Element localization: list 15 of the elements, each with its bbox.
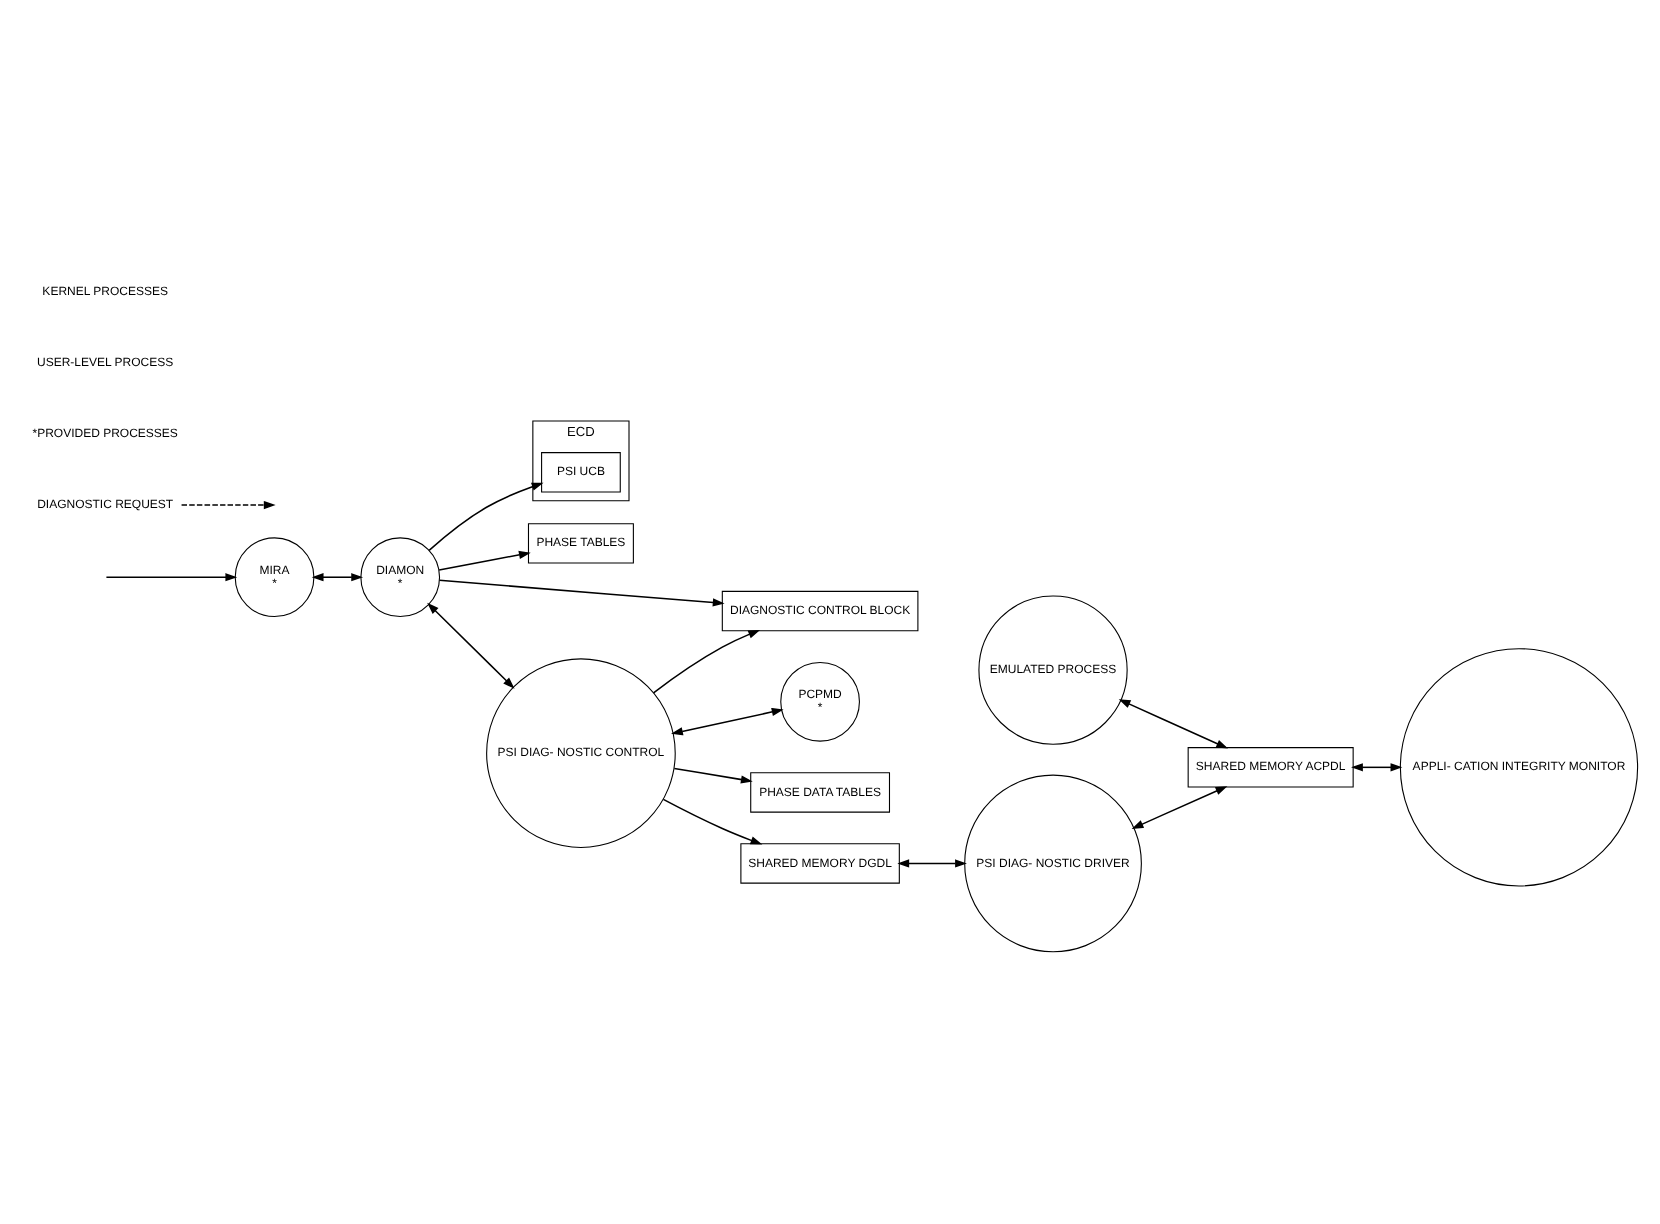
arrow: [1131, 786, 1228, 829]
arrow: [662, 798, 763, 845]
arrow: [427, 602, 515, 689]
arrow: [105, 573, 238, 582]
arrow: [897, 859, 967, 868]
arrow: [180, 500, 276, 510]
arrow: [673, 767, 753, 784]
arrow: [1351, 763, 1403, 772]
arrow: [652, 629, 761, 694]
arrow: [311, 573, 364, 582]
arrow: [671, 707, 784, 736]
arrow: [428, 482, 544, 552]
arrow: [1118, 699, 1229, 749]
arrow: [438, 579, 725, 607]
arrow: [438, 550, 531, 571]
